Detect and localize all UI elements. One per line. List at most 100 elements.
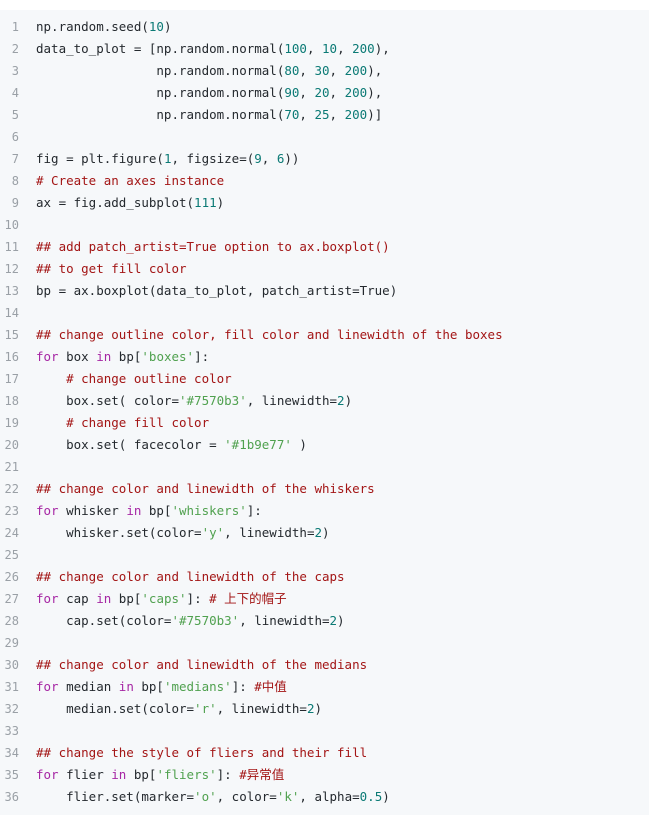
code-token: ) xyxy=(344,393,353,408)
code-token: , color= xyxy=(216,789,277,804)
code-line: 30## change color and linewidth of the m… xyxy=(0,654,649,676)
code-token: whisker xyxy=(58,503,127,518)
code-token: whisker.set(color= xyxy=(36,525,202,540)
code-token: for xyxy=(36,591,59,606)
code-line: 20 box.set( facecolor = '#1b9e77' ) xyxy=(0,434,649,456)
code-token: 6 xyxy=(276,151,285,166)
code-token: in xyxy=(126,503,142,518)
line-code: ## change color and linewidth of the whi… xyxy=(36,478,375,500)
code-token: 'fliers' xyxy=(156,767,217,782)
code-token: data_to_plot = [np.random.normal( xyxy=(36,41,285,56)
code-token: , xyxy=(299,63,315,78)
line-code: flier.set(marker='o', color='k', alpha=0… xyxy=(36,786,390,808)
code-line: 13 bp = ax.boxplot(data_to_plot, patch_ar… xyxy=(0,280,649,302)
line-number: 30 xyxy=(4,658,19,672)
code-token: 30 xyxy=(314,63,330,78)
code-token: np.random.normal( xyxy=(36,63,285,78)
line-code: np.random.seed(10) xyxy=(36,16,171,38)
code-line: 28 cap.set(color='#7570b3', linewidth=2) xyxy=(0,610,649,632)
code-token xyxy=(36,371,66,386)
code-token: , xyxy=(261,151,277,166)
line-number: 33 xyxy=(4,724,19,738)
line-number: 9 xyxy=(11,196,19,210)
code-token: ## to get fill color xyxy=(36,261,187,276)
line-number: 19 xyxy=(4,416,19,430)
code-token: 'boxes' xyxy=(141,349,195,364)
line-code: # change fill color xyxy=(36,412,209,434)
line-code: cap.set(color='#7570b3', linewidth=2) xyxy=(36,610,345,632)
line-number: 4 xyxy=(11,86,19,100)
line-number: 25 xyxy=(4,548,19,562)
code-token: for xyxy=(36,679,59,694)
line-number: 1 xyxy=(11,20,19,34)
code-line: 26## change color and linewidth of the c… xyxy=(0,566,649,588)
code-token: 2 xyxy=(337,393,345,408)
line-code: ## to get fill color xyxy=(36,258,187,280)
code-token: ) xyxy=(337,613,345,628)
code-token: ## add patch_artist=True option to ax.bo… xyxy=(36,239,390,254)
code-token: )) xyxy=(284,151,300,166)
code-token: ) xyxy=(163,19,172,34)
code-line: 6 xyxy=(0,126,649,148)
code-token: box xyxy=(58,349,97,364)
code-token: bp = ax.boxplot(data_to_plot, patch_arti… xyxy=(36,283,398,298)
code-token: bp[ xyxy=(126,767,157,782)
code-token: box.set( facecolor = xyxy=(36,437,225,452)
code-token: fig = plt.figure( xyxy=(36,151,164,166)
code-line: 34## change the style of fliers and thei… xyxy=(0,742,649,764)
code-token: , xyxy=(329,63,345,78)
code-token: 'medians' xyxy=(163,679,232,694)
line-number: 31 xyxy=(4,680,19,694)
code-token: flier.set(marker= xyxy=(36,789,195,804)
code-token: # change fill color xyxy=(66,415,210,430)
code-token: for xyxy=(36,503,59,518)
code-token: , linewidth= xyxy=(216,701,307,716)
code-token: 200 xyxy=(344,107,368,122)
code-token: 9 xyxy=(254,151,262,166)
code-line: 18 box.set( color='#7570b3', linewidth=2… xyxy=(0,390,649,412)
code-token: median.set(color= xyxy=(36,701,195,716)
code-token: ) xyxy=(382,789,390,804)
code-token: in xyxy=(96,349,112,364)
code-token: , linewidth= xyxy=(239,613,330,628)
code-token: 10 xyxy=(322,41,338,56)
code-token: 1 xyxy=(163,151,172,166)
code-token: 200 xyxy=(344,63,368,78)
code-token: 'caps' xyxy=(141,591,187,606)
code-token: # Create an axes instance xyxy=(36,173,225,188)
code-token: 100 xyxy=(284,41,307,56)
code-line: 22## change color and linewidth of the w… xyxy=(0,478,649,500)
line-code: ## add patch_artist=True option to ax.bo… xyxy=(36,236,390,258)
line-code: for box in bp['boxes']: xyxy=(36,346,209,368)
line-number: 32 xyxy=(4,702,19,716)
code-line: 12## to get fill color xyxy=(0,258,649,280)
line-code: ## change the style of fliers and their … xyxy=(36,742,367,764)
code-lines: 1 np.random.seed(10) 2 data_to_plot = [np.r… xyxy=(0,16,649,808)
code-token: , linewidth= xyxy=(246,393,338,408)
line-number: 6 xyxy=(11,130,19,144)
code-token: cap.set(color= xyxy=(36,613,172,628)
code-line: 29 xyxy=(0,632,649,654)
line-number: 18 xyxy=(4,394,19,408)
code-line: 19 # change fill color xyxy=(0,412,649,434)
line-number: 11 xyxy=(4,240,19,254)
line-code: # Create an axes instance xyxy=(36,170,224,192)
code-token: # change outline color xyxy=(66,371,232,386)
code-token: in xyxy=(96,591,112,606)
code-token: '#1b9e77' xyxy=(224,437,292,452)
code-token: , xyxy=(329,107,345,122)
code-token: bp[ xyxy=(111,591,142,606)
line-number: 15 xyxy=(4,328,19,342)
code-token: 'whiskers' xyxy=(171,503,247,518)
code-token: ## change color and linewidth of the whi… xyxy=(36,481,375,496)
code-line: 24 whisker.set(color='y', linewidth=2) xyxy=(0,522,649,544)
line-number: 35 xyxy=(4,768,19,782)
code-token: ]: xyxy=(194,349,210,364)
line-number: 13 xyxy=(4,284,19,298)
code-token: 80 xyxy=(284,63,300,78)
code-line: 33 xyxy=(0,720,649,742)
code-token: ]: xyxy=(216,767,240,782)
